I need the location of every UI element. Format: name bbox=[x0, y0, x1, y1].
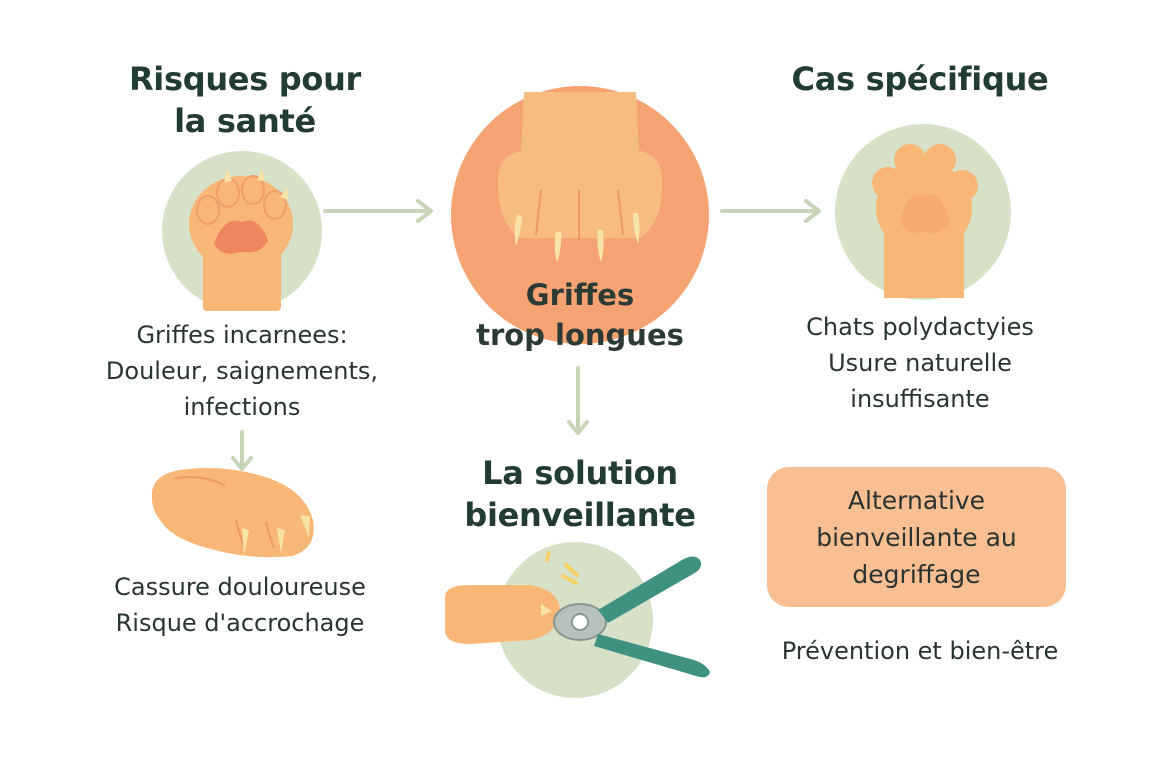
alternative-line-3: degriffage bbox=[852, 559, 981, 589]
left-desc-line-3: infections bbox=[183, 393, 301, 421]
right-title: Cas spécifique bbox=[760, 58, 1080, 100]
left-title-line-1: Risques pour bbox=[128, 60, 362, 98]
alternative-box: Alternative bienveillante au degriffage bbox=[767, 467, 1066, 607]
left-sub-line-2: Risque d'accrochage bbox=[115, 609, 365, 637]
right-desc-line-3: insuffisante bbox=[850, 385, 990, 413]
right-description: Chats polydactyies Usure naturelle insuf… bbox=[760, 309, 1080, 417]
paw-claws-out-icon bbox=[162, 151, 322, 311]
hand-claw-clipper-icon bbox=[445, 542, 710, 698]
left-sub-line-1: Cassure douloureuse bbox=[114, 573, 366, 601]
prevention-text: Prévention et bien-être bbox=[740, 633, 1100, 669]
broken-claw-paw-icon bbox=[151, 468, 314, 558]
center-label-line-2: trop longues bbox=[476, 318, 684, 352]
paw-long-claws-icon bbox=[451, 86, 709, 344]
solution-title: La solution bienveillante bbox=[430, 452, 730, 536]
polydactyl-paw-icon bbox=[835, 124, 1011, 300]
solution-title-line-2: bienveillante bbox=[464, 496, 696, 534]
arrow-center-down-icon bbox=[567, 366, 589, 435]
left-sub-description: Cassure douloureuse Risque d'accrochage bbox=[70, 569, 410, 641]
center-label-line-1: Griffes bbox=[525, 278, 635, 312]
left-title: Risques pour la santé bbox=[95, 58, 395, 142]
arrow-center-to-right-icon bbox=[720, 199, 821, 223]
right-desc-line-2: Usure naturelle bbox=[828, 349, 1012, 377]
solution-title-line-1: La solution bbox=[482, 454, 678, 492]
left-desc-line-2: Douleur, saignements, bbox=[105, 357, 379, 385]
left-desc-line-1: Griffes incarnees: bbox=[136, 321, 348, 349]
left-title-line-2: la santé bbox=[174, 102, 316, 140]
left-description: Griffes incarnees: Douleur, saignements,… bbox=[72, 317, 412, 425]
arrow-left-to-center-icon bbox=[323, 199, 433, 223]
alternative-line-1: Alternative bbox=[847, 485, 986, 515]
arrow-left-down-icon bbox=[231, 430, 253, 471]
prevention-line: Prévention et bien-être bbox=[781, 637, 1059, 665]
right-title-line-1: Cas spécifique bbox=[791, 60, 1049, 98]
right-desc-line-1: Chats polydactyies bbox=[806, 313, 1034, 341]
alternative-text: Alternative bienveillante au degriffage bbox=[816, 482, 1017, 593]
alternative-line-2: bienveillante au bbox=[816, 522, 1017, 552]
center-label: Griffes trop longues bbox=[430, 275, 730, 355]
